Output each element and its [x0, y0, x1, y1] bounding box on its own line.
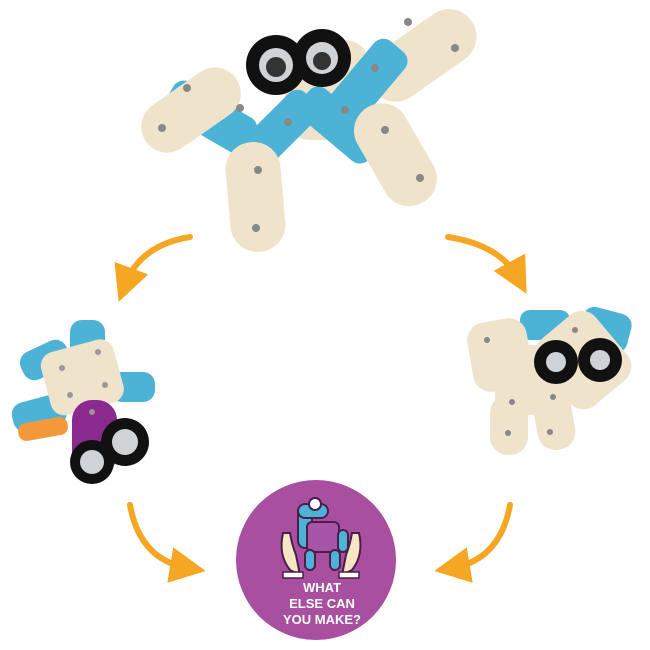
felt-horse-icon: [297, 497, 349, 571]
right-felt-creature: [467, 306, 632, 455]
cta-line-2: ELSE CAN: [289, 596, 355, 611]
arrow-bottom-right: [434, 502, 513, 583]
cta-line-1: WHAT: [303, 580, 341, 595]
top-felt-creature: [141, 9, 477, 252]
cta-line-3: YOU MAKE?: [283, 612, 361, 627]
left-felt-creature: [11, 320, 155, 484]
what-else-badge[interactable]: WHAT ELSE CAN YOU MAKE?: [236, 480, 396, 640]
hands-icon: [280, 532, 362, 579]
arrow-top-right: [445, 234, 527, 294]
arrow-top-left: [114, 234, 193, 302]
arrow-bottom-left: [127, 502, 206, 583]
